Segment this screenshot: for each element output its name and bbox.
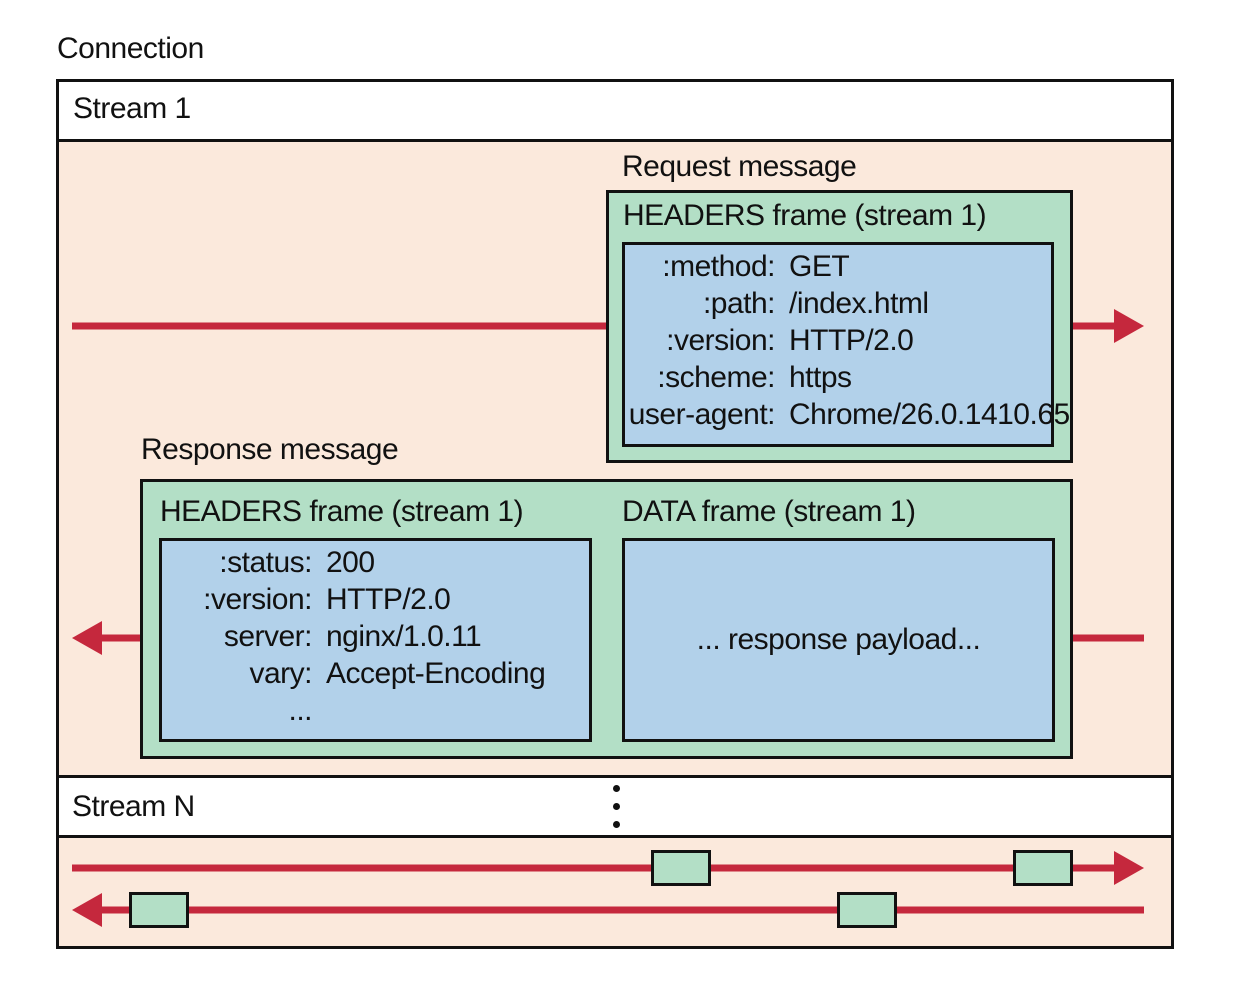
request-headers-frame: HEADERS frame (stream 1) :method: GET :p… bbox=[606, 190, 1073, 463]
stream-n-bar: Stream N bbox=[59, 775, 1171, 838]
connection-label: Connection bbox=[57, 32, 204, 65]
response-headers-list: :status: 200 :version: HTTP/2.0 server: … bbox=[162, 544, 546, 729]
response-headers-frame-title: HEADERS frame (stream 1) bbox=[160, 495, 524, 528]
stream-n-label: Stream N bbox=[72, 790, 195, 823]
header-value: GET bbox=[789, 250, 850, 283]
header-value: 200 bbox=[326, 546, 375, 579]
header-key: :method: bbox=[662, 250, 775, 283]
header-key: user-agent: bbox=[628, 398, 776, 431]
header-key: ... bbox=[288, 694, 312, 727]
request-arrowhead bbox=[1114, 309, 1144, 343]
streamN-frame bbox=[129, 892, 189, 928]
response-payload-text: ... response payload... bbox=[696, 623, 981, 656]
header-value bbox=[326, 692, 545, 729]
response-arrowhead bbox=[72, 621, 102, 655]
header-value: /index.html bbox=[789, 287, 929, 320]
streamN-arrowhead-right bbox=[1114, 851, 1144, 885]
header-key: :status: bbox=[219, 546, 312, 579]
streamN-frame bbox=[837, 892, 897, 928]
stream-1-label: Stream 1 bbox=[73, 92, 191, 125]
header-key: vary: bbox=[249, 657, 312, 690]
header-key: :version: bbox=[203, 583, 312, 616]
header-value: Accept-Encoding bbox=[326, 657, 546, 690]
header-key: :scheme: bbox=[657, 361, 775, 394]
ellipsis-dot bbox=[613, 821, 620, 828]
header-value: nginx/1.0.11 bbox=[326, 620, 482, 653]
response-message-label: Response message bbox=[141, 433, 399, 466]
stream-1-bar: Stream 1 bbox=[59, 82, 1171, 142]
ellipsis-dot bbox=[613, 785, 620, 792]
streamN-arrowhead-left bbox=[72, 893, 102, 927]
header-key: :path: bbox=[702, 287, 776, 320]
response-frame-container: HEADERS frame (stream 1) DATA frame (str… bbox=[140, 479, 1073, 759]
request-headers-frame-title: HEADERS frame (stream 1) bbox=[623, 199, 987, 232]
request-headers-block: :method: GET :path: /index.html :version… bbox=[622, 242, 1070, 447]
response-data-frame-title: DATA frame (stream 1) bbox=[622, 495, 916, 528]
request-headers-list: :method: GET :path: /index.html :version… bbox=[625, 248, 1070, 433]
streamN-frame bbox=[1013, 850, 1073, 886]
header-value: https bbox=[789, 361, 852, 394]
header-key: :version: bbox=[666, 324, 775, 357]
ellipsis-dot bbox=[613, 803, 620, 810]
header-value: Chrome/26.0.1410.65 bbox=[789, 398, 1070, 431]
header-value: HTTP/2.0 bbox=[789, 324, 914, 357]
response-headers-block: :status: 200 :version: HTTP/2.0 server: … bbox=[159, 538, 592, 742]
header-value: HTTP/2.0 bbox=[326, 583, 451, 616]
streamN-frame bbox=[651, 850, 711, 886]
header-key: server: bbox=[223, 620, 313, 653]
response-data-block: ... response payload... bbox=[622, 538, 1055, 742]
request-message-label: Request message bbox=[622, 150, 857, 183]
